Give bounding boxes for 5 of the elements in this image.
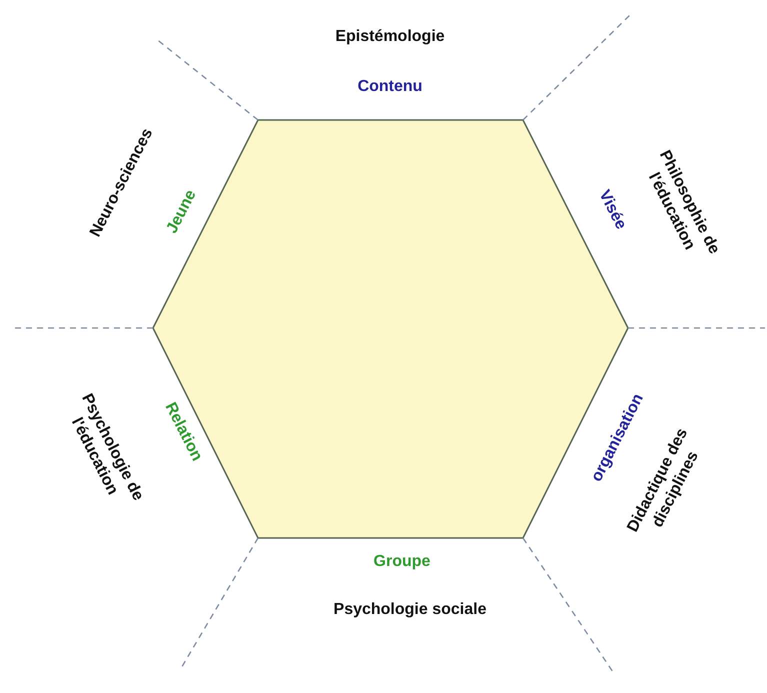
side-label: Visée [594,186,630,234]
field-label: Psychologie sociale [332,600,488,620]
side-label: Contenu [356,77,424,97]
field-label: Epistémologie [334,27,446,47]
side-label: Groupe [372,552,432,572]
